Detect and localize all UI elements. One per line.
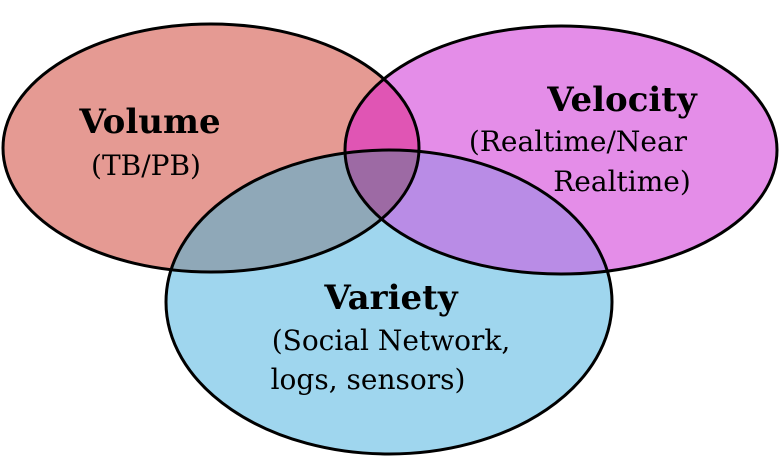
- variety-subtitle-line-2: logs, sensors): [271, 363, 466, 396]
- variety-outline: [164, 148, 614, 456]
- volume-variety-overlap: [166, 150, 419, 272]
- velocity-title: Velocity: [546, 80, 698, 120]
- volume-subtitle: (TB/PB): [91, 149, 201, 182]
- volume-outline: [1, 22, 421, 274]
- velocity-variety-overlap: [345, 150, 612, 274]
- velocity-subtitle-line-2: Realtime): [553, 165, 691, 198]
- velocity-subtitle-line-1: (Realtime/Near: [469, 125, 688, 158]
- variety-title: Variety: [323, 278, 458, 318]
- velocity-outline: [343, 24, 779, 276]
- volume-title: Volume: [78, 102, 220, 142]
- variety-subtitle-line-1: (Social Network,: [272, 324, 511, 357]
